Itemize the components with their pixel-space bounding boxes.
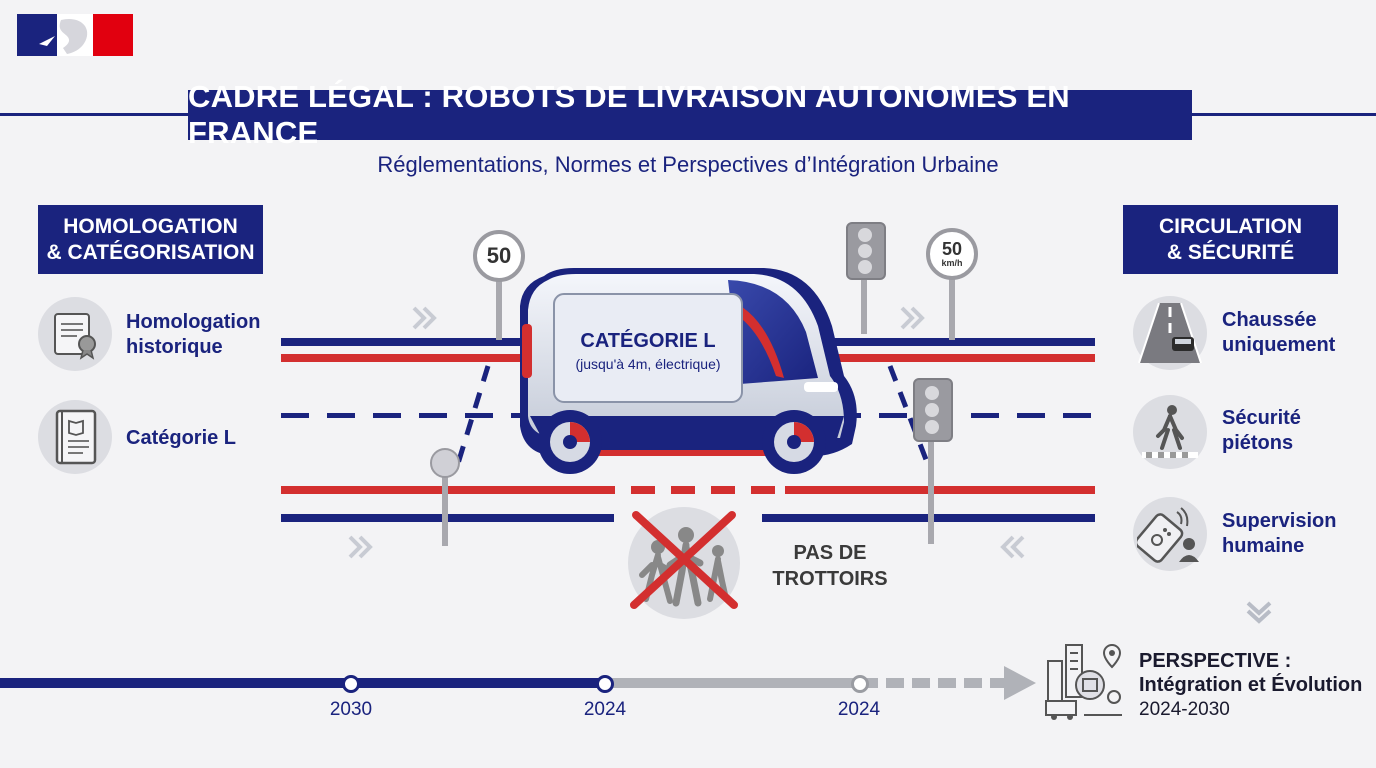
- speed-limit-sign-left: 50: [473, 230, 525, 340]
- homologation-historique-label: Homologation historique: [126, 311, 261, 358]
- delivery-robot-vehicle: CATÉGORIE L (jusqu'à 4m, électrique): [514, 266, 864, 482]
- circulation-panel-title: CIRCULATION & SÉCURITÉ: [1123, 205, 1338, 274]
- timeline-label-2024-b: 2024: [837, 699, 881, 720]
- no-sidewalk-label: PAS DE TROTTOIRS: [772, 542, 888, 590]
- title-rule-right: [1190, 113, 1376, 116]
- chevron-right-icon: [410, 304, 440, 337]
- timeline-bar-grey: [604, 678, 860, 688]
- securite-pietons-label: Sécurité piétons: [1222, 407, 1301, 454]
- street-post: [430, 448, 460, 546]
- timeline-label-2024-a: 2024: [583, 699, 627, 720]
- page-title: CADRE LÉGAL : ROBOTS DE LIVRAISON AUTONO…: [188, 79, 1192, 150]
- timeline-arrow-icon: [1004, 666, 1036, 705]
- categorie-l-label: Catégorie L: [126, 427, 237, 449]
- chevron-left-icon: [997, 533, 1027, 566]
- timeline-marker: [851, 675, 869, 693]
- homologation-title-line2: & CATÉGORISATION: [46, 240, 255, 264]
- timeline-label-2030: 2030: [329, 699, 373, 720]
- circulation-title-line1: CIRCULATION: [1158, 214, 1303, 238]
- book-icon: [38, 400, 112, 474]
- traffic-light-bottom: [913, 378, 953, 546]
- road-line-bottom-red-right: [785, 486, 1095, 494]
- republique-logo: [17, 14, 133, 56]
- speed-limit-sign-right: 50 km/h: [926, 228, 978, 340]
- chevron-right-icon: [346, 533, 376, 566]
- traffic-light-top: [846, 222, 886, 334]
- road-gap-dashes: [591, 486, 785, 494]
- page-subtitle: Réglementations, Normes et Perspectives …: [377, 152, 999, 177]
- certificate-icon: [38, 297, 112, 371]
- supervision-humaine-label: Supervision humaine: [1222, 510, 1337, 557]
- city-delivery-icon: [1044, 641, 1124, 721]
- perspective-years: 2024-2030: [1139, 699, 1230, 720]
- perspective-subtitle: Intégration et Évolution: [1139, 674, 1363, 696]
- chaussee-label: Chaussée uniquement: [1222, 309, 1336, 356]
- homologation-panel-title: HOMOLOGATION & CATÉGORISATION: [38, 205, 263, 274]
- timeline-marker: [342, 675, 360, 693]
- timeline-bar-dashed: [860, 678, 1010, 688]
- chevron-down-icon: [1244, 597, 1274, 632]
- no-sidewalk-icon: [626, 505, 742, 621]
- timeline-bar-solid: [0, 678, 604, 688]
- homologation-title-line1: HOMOLOGATION: [63, 214, 238, 238]
- road-line-bottom-red: [281, 486, 591, 494]
- perspective-title: PERSPECTIVE :: [1139, 650, 1292, 672]
- chevron-right-icon: [898, 304, 928, 337]
- timeline-marker: [596, 675, 614, 693]
- vehicle-category-detail: (jusqu'à 4m, électrique): [575, 356, 721, 372]
- circulation-title-line2: & SÉCURITÉ: [1166, 240, 1295, 264]
- road-icon: [1133, 296, 1207, 370]
- remote-control-icon: [1133, 497, 1207, 571]
- vehicle-category-label: CATÉGORIE L: [580, 330, 716, 352]
- title-rule-left: [0, 113, 190, 116]
- pedestrian-icon: [1133, 395, 1207, 469]
